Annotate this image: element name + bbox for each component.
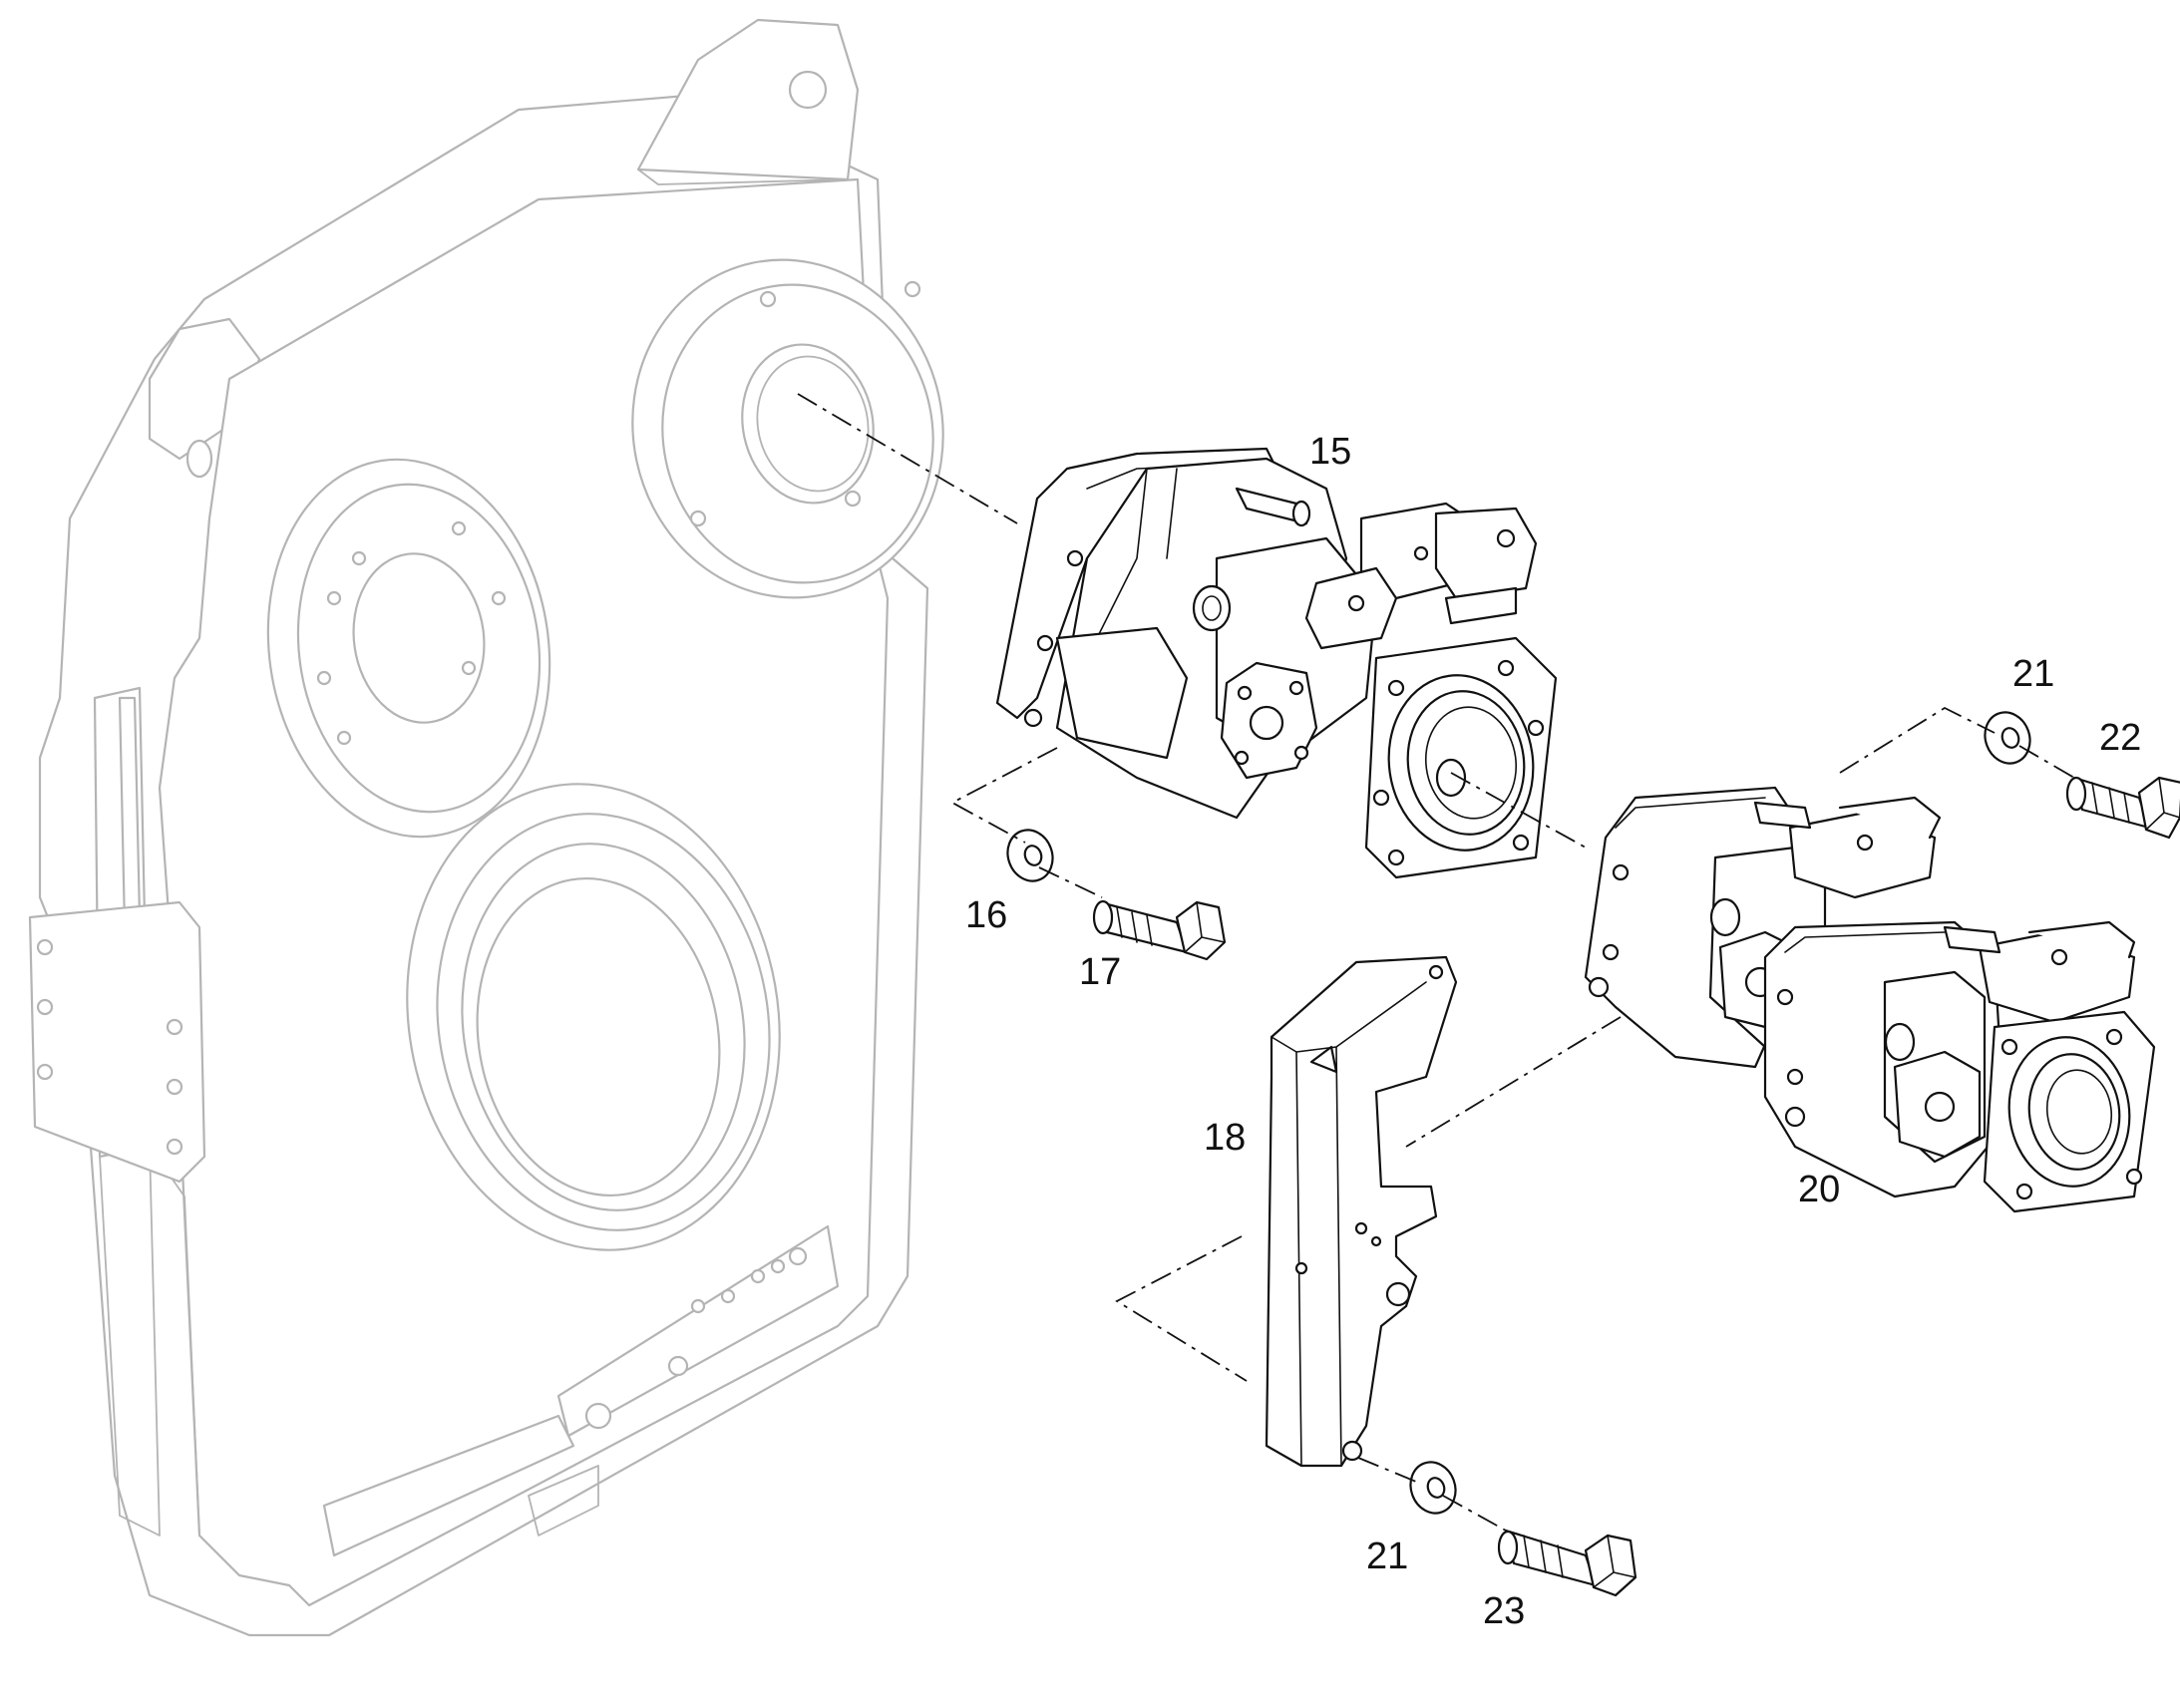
callout-16: 16 <box>965 894 1007 936</box>
bracket-18 <box>1265 955 1458 1468</box>
callout-23: 23 <box>1483 1590 1525 1632</box>
washer-16 <box>1006 829 1054 882</box>
callout-22: 22 <box>2099 717 2141 759</box>
hydraulic-pump-15 <box>995 447 1558 879</box>
washer-21-upper <box>1984 711 2031 765</box>
callout-labels: 15 16 17 18 20 21 22 21 23 <box>965 431 2141 1632</box>
callout-15: 15 <box>1309 431 1351 473</box>
bolt-23 <box>1497 1529 1637 1597</box>
callout-21-upper: 21 <box>2012 653 2054 695</box>
bolt-17 <box>1092 899 1227 961</box>
callout-21-lower: 21 <box>1366 1536 1408 1577</box>
gearbox-housing <box>28 18 944 1637</box>
washer-21-lower <box>1409 1461 1457 1515</box>
callout-18: 18 <box>1204 1117 1246 1159</box>
assembly-leader-lines <box>797 393 2075 1532</box>
bolt-22 <box>2065 776 2180 840</box>
callout-20: 20 <box>1798 1169 1840 1210</box>
tandem-pump-20 <box>1584 786 2156 1213</box>
callout-17: 17 <box>1079 951 1121 993</box>
